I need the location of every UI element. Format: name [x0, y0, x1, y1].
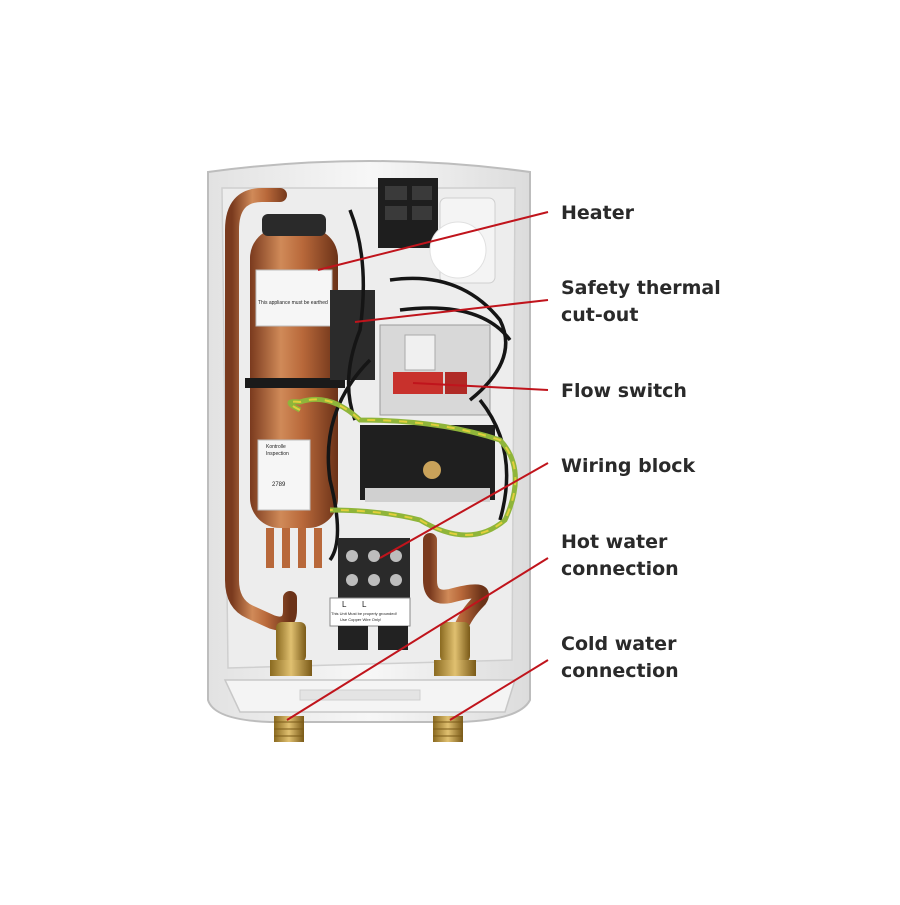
cold-water-connection-label-line-2: connection — [561, 660, 679, 682]
safety-thermal-cutout-label-line-1: Safety thermal — [561, 277, 721, 299]
terminal-letter-2: L — [362, 600, 367, 609]
heater-sticker-text: This appliance must be earthed — [258, 300, 328, 306]
heater-terminals — [266, 528, 322, 568]
copper-pipe-right — [423, 533, 489, 637]
cold-water-connection-label-line-1: Cold water — [561, 633, 677, 655]
heater-label: Heater — [561, 200, 634, 227]
cold-water-connection-label: Cold water connection — [561, 631, 679, 685]
wiring-block-label: Wiring block — [561, 453, 695, 480]
wiring-block-label-line-1: Wiring block — [561, 455, 696, 477]
copper-pipe-left — [225, 188, 297, 631]
inspection-tag-line-1: Kontrolle — [266, 444, 286, 450]
terminal-strip — [329, 538, 411, 650]
heater-label-line-1: Heater — [561, 202, 634, 224]
top-terminal-block — [378, 178, 438, 248]
brass-fitting-right — [434, 622, 476, 676]
flow-switch-body — [379, 324, 491, 416]
control-housing — [330, 290, 375, 380]
grounding-note-line-1: This Unit Must be properly grounded! — [331, 611, 397, 616]
black-wires — [326, 209, 512, 562]
safety-thermal-cutout-label: Safety thermal cut-out — [561, 275, 721, 329]
white-cap — [429, 197, 496, 284]
flow-switch-label: Flow switch — [561, 378, 687, 405]
hot-water-connection-label-line-2: connection — [561, 558, 679, 580]
grounding-note-line-2: Use Copper Wire Only! — [340, 617, 382, 622]
wiring-block-callout-line — [379, 462, 549, 559]
hot-connection-nipple — [433, 716, 463, 742]
hot-water-connection-label: Hot water connection — [561, 529, 679, 583]
heater-callout-line — [317, 211, 549, 271]
wiring-block-body — [360, 425, 495, 502]
inspection-tag-line-2: Inspection — [266, 451, 289, 457]
hot-water-callout-line — [286, 557, 549, 721]
terminal-letter-1: L — [342, 600, 347, 609]
cold-water-callout-line — [449, 659, 549, 721]
inspection-tag-line-3: 2789 — [272, 482, 286, 488]
heater-cylinder — [245, 214, 345, 528]
hot-water-connection-label-line-1: Hot water — [561, 531, 668, 553]
flow-switch-label-line-1: Flow switch — [561, 380, 687, 402]
callout-lines — [286, 211, 549, 721]
cold-connection-nipple — [274, 716, 304, 742]
safety-thermal-callout-line — [354, 299, 549, 323]
safety-thermal-cutout-label-line-2: cut-out — [561, 304, 639, 326]
flow-switch-callout-line — [412, 382, 549, 391]
brass-fitting-left — [270, 622, 312, 676]
